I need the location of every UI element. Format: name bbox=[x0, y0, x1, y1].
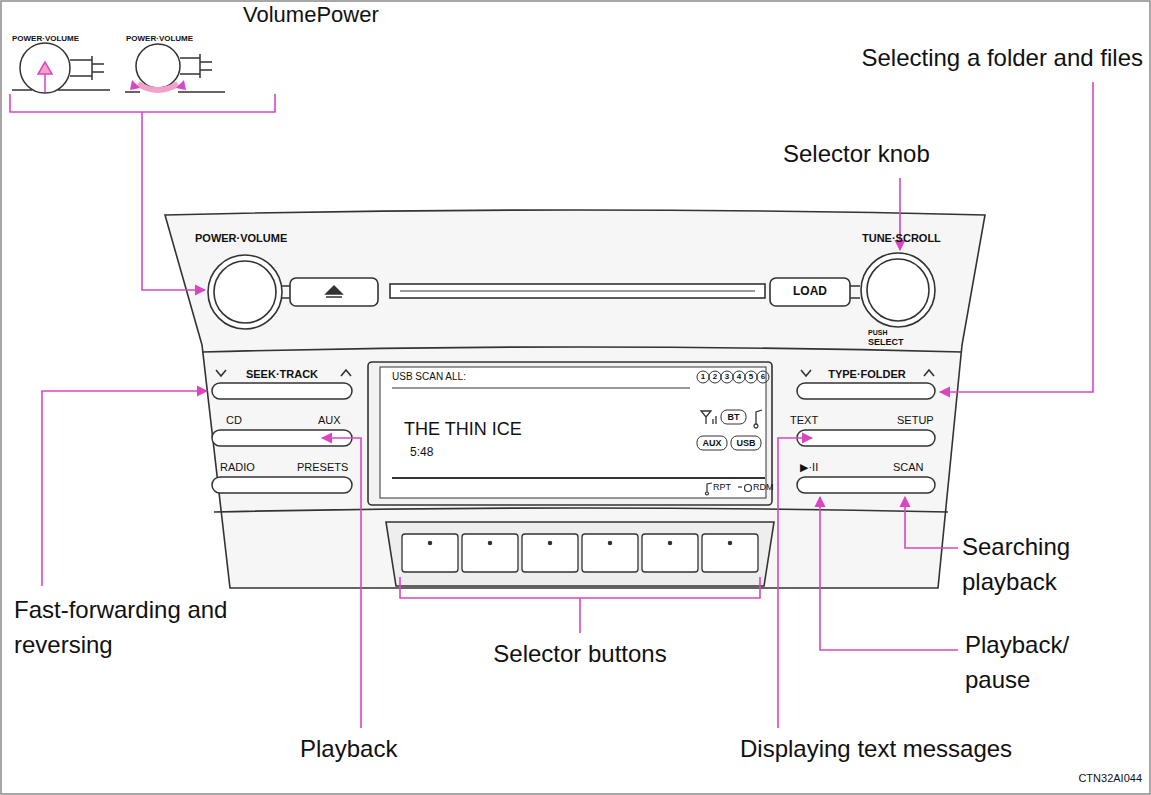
button-marking: TYPE·FOLDER bbox=[828, 368, 906, 381]
display-icon: BT bbox=[728, 412, 740, 422]
display-icon: USB bbox=[736, 438, 755, 448]
selector-buttons bbox=[402, 534, 758, 572]
turn-arrow bbox=[138, 84, 178, 90]
callout-label: Playback bbox=[300, 735, 397, 763]
callout-label: Selector knob bbox=[783, 140, 930, 168]
button-marking: PRESETS bbox=[297, 461, 348, 474]
button-marking: ▶·II bbox=[800, 461, 818, 474]
callout-label: Selecting a folder and files bbox=[861, 44, 1143, 72]
knob-marking: POWER·VOLUME bbox=[12, 34, 79, 43]
callout-label: Fast-forwarding and reversing bbox=[14, 593, 244, 663]
display-text: RPT bbox=[713, 482, 731, 492]
button-marking: AUX bbox=[318, 414, 341, 427]
button-marking: RADIO bbox=[220, 461, 255, 474]
callout-label: Playback/ pause bbox=[965, 628, 1105, 698]
button-marking: SCAN bbox=[893, 461, 924, 474]
turn-arrow-heads bbox=[130, 80, 186, 90]
knob-marking: PUSH bbox=[868, 329, 887, 337]
button-marking: SETUP bbox=[897, 414, 934, 427]
leader-lines bbox=[10, 82, 1093, 728]
display bbox=[368, 362, 772, 505]
preset-number: 2 bbox=[713, 372, 717, 381]
callout-label: Searching playback bbox=[962, 530, 1147, 600]
display-text: RDM bbox=[753, 482, 774, 492]
eject-symbol bbox=[326, 286, 342, 297]
display-text: THE THIN ICE bbox=[404, 419, 522, 440]
callout-label: Selector buttons bbox=[493, 640, 666, 668]
display-text: 5:48 bbox=[410, 446, 433, 460]
display-text: USB SCAN ALL: bbox=[392, 371, 466, 383]
preset-number: 3 bbox=[725, 372, 729, 381]
display-icon: AUX bbox=[702, 438, 721, 448]
knob-marking: SELECT bbox=[868, 337, 904, 347]
knob-marking: POWER·VOLUME bbox=[195, 232, 287, 245]
button-marking: SEEK·TRACK bbox=[246, 368, 318, 381]
preset-number: 4 bbox=[737, 372, 741, 381]
callout-label: Displaying text messages bbox=[740, 735, 1012, 763]
button-marking: TEXT bbox=[790, 414, 818, 427]
push-arrow bbox=[38, 62, 52, 92]
preset-number: 6 bbox=[761, 372, 765, 381]
faceplate bbox=[165, 210, 985, 588]
figure-code: CTN32AI044 bbox=[1078, 772, 1142, 785]
button-marking: LOAD bbox=[793, 285, 827, 299]
preset-number: 5 bbox=[749, 372, 753, 381]
knob-marking: POWER·VOLUME bbox=[126, 34, 193, 43]
knob-marking: TUNE·SCROLL bbox=[862, 232, 941, 245]
callout-label: VolumePower bbox=[243, 2, 379, 27]
inset-knobs bbox=[12, 43, 225, 93]
button-marking: CD bbox=[226, 414, 242, 427]
preset-number: 1 bbox=[701, 372, 705, 381]
